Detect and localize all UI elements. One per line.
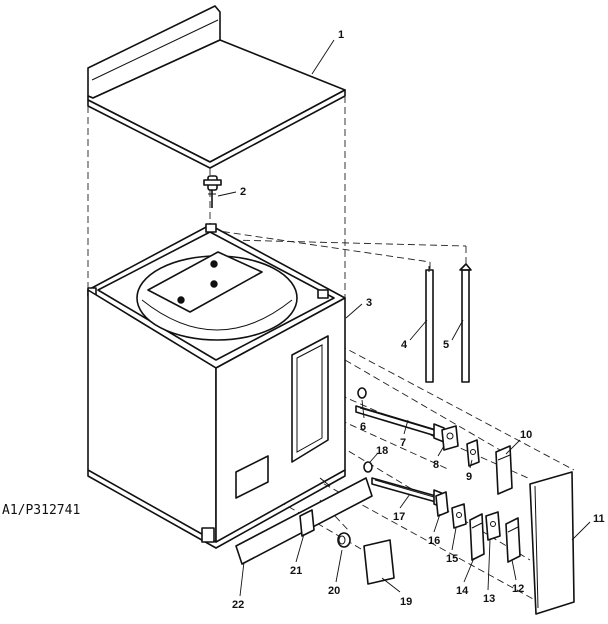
part-label-3: 3 [366,297,372,309]
part-label-8: 8 [433,459,439,471]
part-label-22: 22 [232,599,244,611]
part-label-1: 1 [338,29,344,41]
side-plate-part-11 [529,471,575,615]
bolt-part-17 [371,477,445,509]
part-label-18: 18 [376,445,388,457]
part-label-6: 6 [360,421,366,433]
rod-part-4 [425,266,434,383]
part-label-14: 14 [456,585,469,597]
part-label-19: 19 [400,596,412,608]
valve-part-2 [203,175,222,208]
bolt-part-7 [355,405,445,443]
part-label-20: 20 [328,585,340,597]
clip-part-16 [435,491,449,517]
part-label-16: 16 [428,535,440,547]
clip-part-15 [451,503,467,529]
part-label-9: 9 [466,471,472,483]
part-label-7: 7 [400,437,406,449]
drawing-reference-code: A1/P312741 [2,503,80,518]
clip-part-21 [299,509,315,537]
plate-part-19 [363,539,395,585]
part-label-15: 15 [446,553,458,565]
part-labels: 1 2 3 4 5 6 7 8 9 10 11 12 13 14 15 16 1… [232,29,605,611]
part-label-12: 12 [512,583,524,595]
top-panel [87,5,346,169]
part-label-5: 5 [443,339,449,351]
part-label-10: 10 [520,429,532,441]
part-label-11: 11 [593,513,605,525]
clip-part-9 [466,439,480,467]
cabinet [87,223,346,549]
clip-part-13 [485,511,501,541]
clip-part-8 [441,425,459,451]
part-label-17: 17 [393,511,405,523]
bracket-part-14 [469,513,485,561]
leader-lines [217,39,591,597]
part-label-21: 21 [290,565,302,577]
part-label-4: 4 [401,339,408,351]
knob-part-20 [337,532,351,548]
washer-part-6 [357,387,367,399]
rod-part-5 [459,263,472,383]
bracket-part-10 [495,445,513,495]
bracket-part-12 [505,517,521,563]
part-label-2: 2 [240,186,246,198]
washer-part-18 [363,461,373,473]
part-label-13: 13 [483,593,495,605]
